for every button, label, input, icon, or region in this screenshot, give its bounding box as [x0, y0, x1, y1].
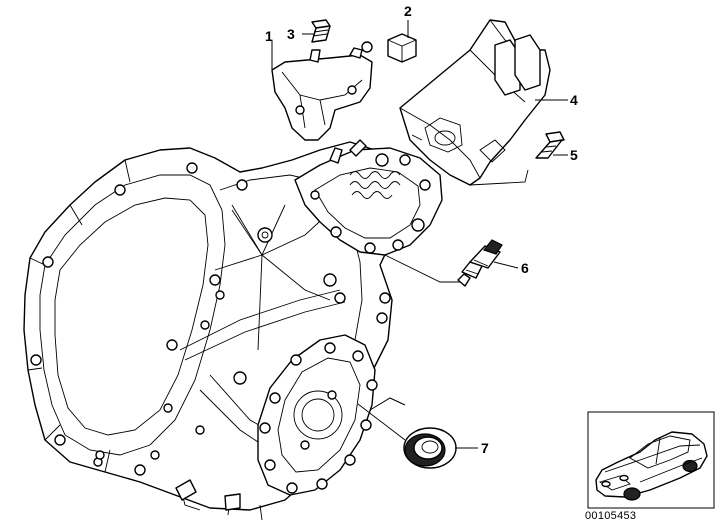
seal-ring-part-7	[403, 427, 457, 469]
cover-part-4	[399, 19, 551, 186]
callout-6: 6	[521, 260, 529, 276]
callout-labels: 1 2 3 4 5 6 7	[265, 3, 578, 456]
bolt-part-5	[535, 131, 565, 159]
callout-3: 3	[287, 26, 295, 42]
callout-5: 5	[570, 147, 578, 163]
shift-mechanism	[294, 139, 443, 256]
bracket-part-1	[271, 41, 373, 141]
reference-number: 00105453	[585, 510, 637, 522]
callout-4: 4	[570, 92, 578, 108]
block-part-2	[387, 33, 417, 63]
leader-lines	[271, 20, 568, 449]
callout-7: 7	[481, 440, 489, 456]
callout-1: 1	[265, 28, 273, 44]
callout-2: 2	[404, 3, 412, 19]
sensor-part-6	[457, 239, 503, 287]
vehicle-thumbnail	[587, 411, 715, 509]
bolt-part-3	[311, 19, 331, 43]
gearbox-housing	[23, 141, 416, 521]
